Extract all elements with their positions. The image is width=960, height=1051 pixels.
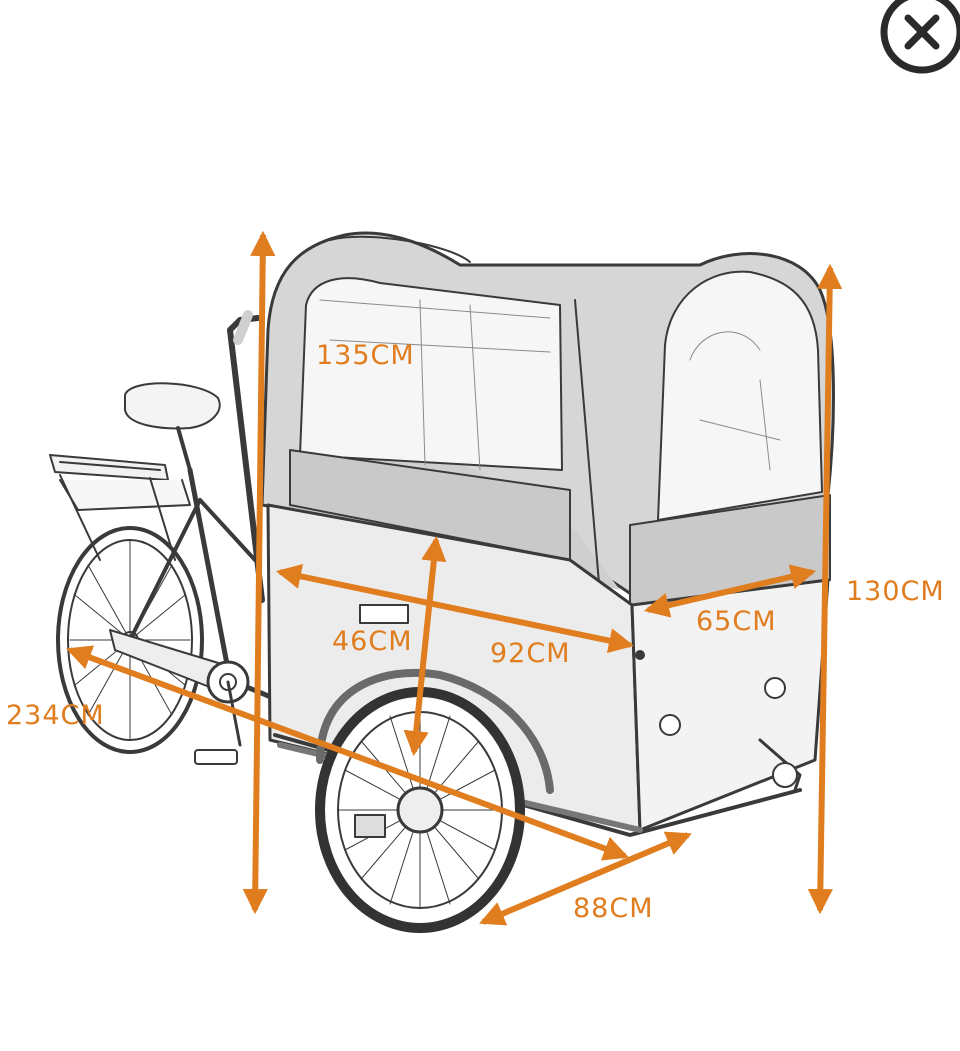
box-width-label: 65CM <box>696 606 777 637</box>
cargo-bike-sketch <box>49 231 835 933</box>
height-right-arrow <box>807 263 843 915</box>
height-left-label: 135CM <box>316 340 415 371</box>
close-button[interactable] <box>878 0 960 76</box>
rear-rack <box>49 454 191 561</box>
box-length-label: 92CM <box>490 638 571 669</box>
wheel-track-arrow <box>479 831 692 926</box>
box-height-label: 46CM <box>332 626 413 657</box>
height-left-arrow <box>242 230 276 915</box>
close-icon <box>880 0 960 74</box>
total-length-arrow <box>66 645 629 861</box>
dimension-arrows <box>66 230 843 926</box>
total-length-label: 234CM <box>6 700 105 731</box>
dimension-labels: 135CM 130CM 92CM 65CM 46CM 234CM 88CM <box>6 340 945 924</box>
wheel-track-label: 88CM <box>573 893 654 924</box>
height-right-label: 130CM <box>846 576 945 607</box>
box-width-arrow <box>643 564 817 618</box>
canopy <box>260 231 835 606</box>
saddle <box>124 382 221 472</box>
box-length-arrow <box>275 563 635 654</box>
